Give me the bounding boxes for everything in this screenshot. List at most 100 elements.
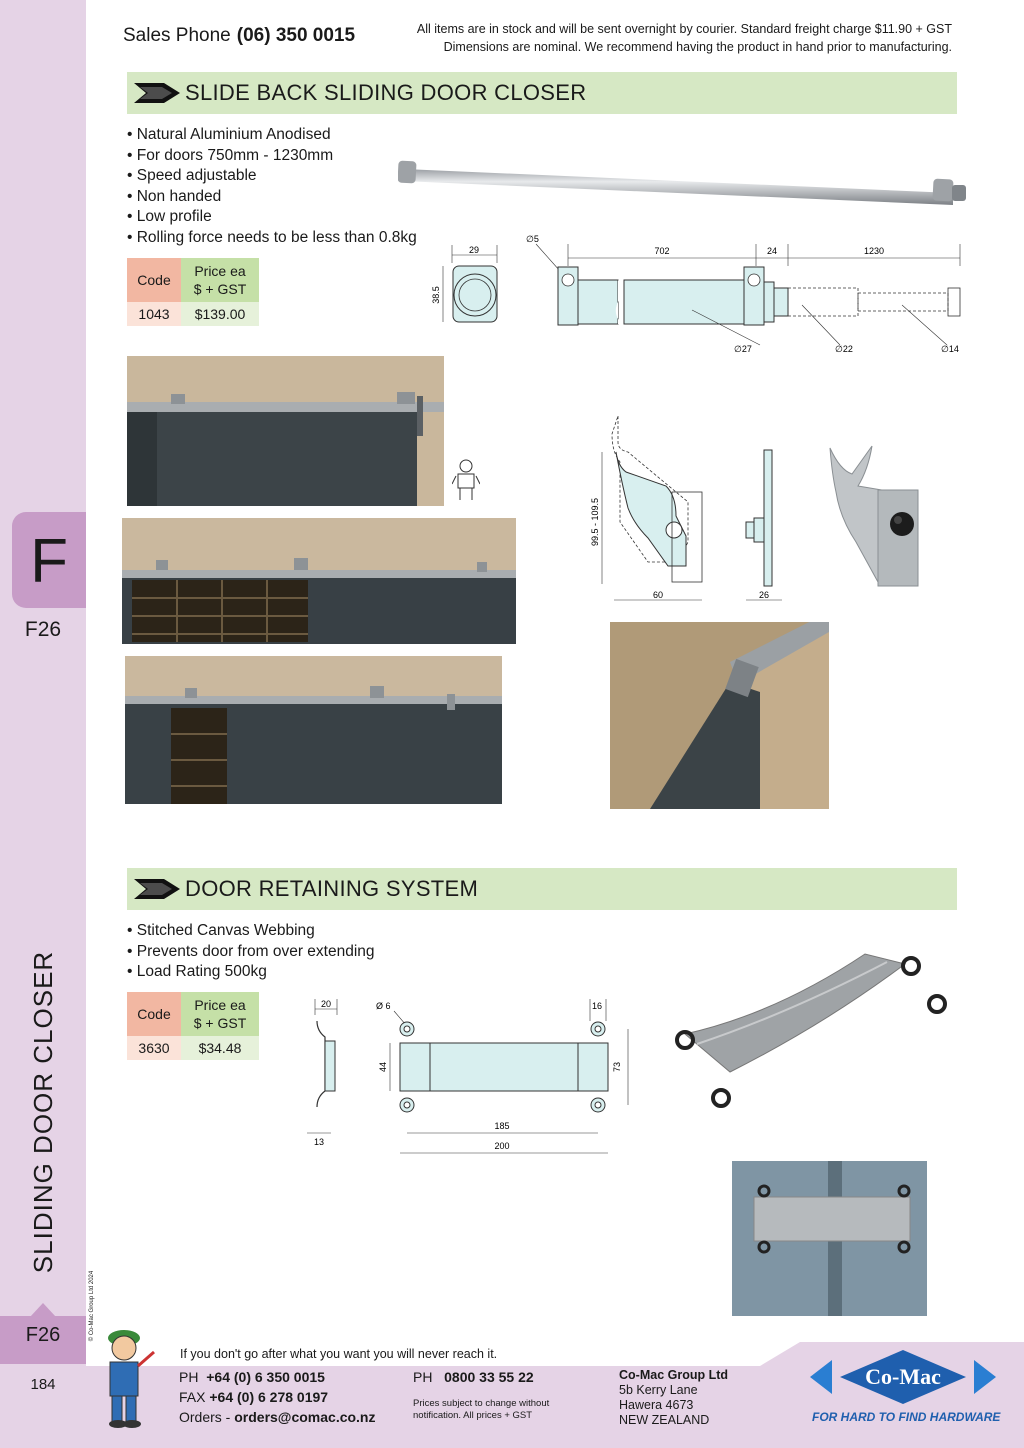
address-line: NEW ZEALAND — [619, 1413, 710, 1427]
dim-label: 60 — [653, 590, 663, 600]
price-table: Code Price ea $ + GST 1043 $139.00 — [127, 258, 259, 326]
fax-label: FAX — [179, 1389, 206, 1405]
header-note-line1: All items are in stock and will be sent … — [416, 22, 952, 36]
logo-text: Co-Mac — [865, 1364, 941, 1389]
strap-install-photo — [732, 1161, 927, 1316]
chevron-arrow-icon — [134, 879, 180, 899]
list-item: • For doors 750mm - 1230mm — [127, 146, 334, 164]
end-profile-drawing: 29 38.5 — [431, 245, 498, 323]
freephone-number[interactable]: 0800 33 55 22 — [444, 1369, 534, 1385]
dim-label: 185 — [494, 1121, 509, 1131]
dim-label: 20 — [321, 999, 331, 1009]
dim-label: 702 — [654, 246, 669, 256]
dim-label: 200 — [494, 1141, 509, 1151]
address-line: Hawera 4673 — [619, 1398, 694, 1412]
feature-list: • Natural Aluminium Anodised • For doors… — [127, 125, 417, 249]
dim-label: 38.5 — [431, 286, 441, 304]
dim-label: 16 — [592, 1001, 602, 1011]
address-line: 5b Kerry Lane — [619, 1383, 698, 1397]
tagline: FOR HARD TO FIND HARDWARE — [812, 1410, 1001, 1424]
section-tab — [12, 512, 86, 608]
section-title: SLIDE BACK SLIDING DOOR CLOSER — [185, 80, 587, 105]
dim-label: 1230 — [864, 246, 884, 256]
sales-phone-number[interactable]: (06) 350 0015 — [236, 25, 356, 46]
sales-phone-label: Sales Phone — [123, 25, 231, 46]
footer-orders: Orders - orders@comac.co.nz — [179, 1407, 376, 1427]
dim-label: 29 — [469, 245, 479, 255]
list-item: • Prevents door from over extending — [127, 942, 375, 960]
product-price: $34.48 — [181, 1036, 259, 1060]
product-code: 3630 — [127, 1036, 181, 1060]
section-title: DOOR RETAINING SYSTEM — [185, 876, 479, 901]
footer-phone: PH +64 (0) 6 350 0015 — [179, 1367, 325, 1387]
price-header: Price ea $ + GST — [181, 258, 259, 302]
price-header-line: $ + GST — [193, 281, 247, 297]
product-price: $139.00 — [181, 302, 259, 326]
page-code-box — [0, 1316, 86, 1364]
footer-freephone: PH 0800 33 55 22 — [413, 1367, 534, 1387]
dim-label: ∅14 — [941, 344, 959, 354]
code-header: Code — [127, 258, 181, 302]
sidebar — [0, 0, 86, 1448]
strap-front-drawing: Ø 6 16 44 73 185 200 — [376, 999, 629, 1154]
page-code-arrow — [30, 1303, 56, 1317]
orders-label: Orders - — [179, 1409, 231, 1425]
closer-rod-image — [398, 160, 966, 205]
bracket-dimension-drawing: 99.5 - 109.5 60 26 — [590, 415, 782, 601]
install-photo — [127, 356, 444, 506]
page-code-top: F26 — [24, 618, 62, 641]
footer-fax: FAX +64 (0) 6 278 0197 — [179, 1387, 328, 1407]
section-letter: F — [30, 527, 68, 596]
dim-label: 26 — [759, 590, 769, 600]
section-heading-bar — [127, 72, 957, 114]
list-item: • Rolling force needs to be less than 0.… — [127, 228, 417, 246]
fax-number: +64 (0) 6 278 0197 — [209, 1389, 329, 1405]
list-item: • Low profile — [127, 208, 212, 226]
dim-label: ∅22 — [835, 344, 853, 354]
dim-label: 99.5 - 109.5 — [590, 498, 600, 546]
prices-note-line: notification. All prices + GST — [413, 1410, 533, 1421]
sales-phone: Sales Phone(06) 350 0015 — [123, 25, 355, 47]
mascot-small-icon — [452, 459, 480, 500]
rod-dimension-drawing: ∅5 702 24 1230 ∅27 ∅22 ∅14 — [526, 234, 961, 354]
orders-email-link[interactable]: orders@comac.co.nz — [234, 1409, 376, 1425]
dim-label: Ø 6 — [376, 1001, 391, 1011]
strap-photo — [675, 953, 947, 1108]
product-code: 1043 — [127, 302, 181, 326]
phone-label: PH — [413, 1369, 433, 1385]
vertical-category-title: SLIDING DOOR CLOSER — [28, 950, 58, 1274]
footer-quote: If you don't go after what you want you … — [180, 1347, 498, 1361]
prices-note-line: Prices subject to change without — [413, 1398, 550, 1409]
install-photo — [125, 656, 502, 804]
bracket-photo — [829, 445, 919, 587]
code-header: Code — [127, 992, 181, 1036]
install-photo — [610, 622, 829, 809]
header-note: All items are in stock and will be sent … — [380, 20, 952, 56]
list-item: • Non handed — [127, 187, 222, 205]
section-heading-bar — [127, 868, 957, 910]
list-item: • Load Rating 500kg — [127, 963, 267, 981]
phone-number[interactable]: +64 (0) 6 350 0015 — [206, 1369, 325, 1385]
phone-label: PH — [179, 1369, 199, 1385]
mascot-icon — [108, 1330, 155, 1428]
dim-label: ∅5 — [526, 234, 539, 244]
company-address: Co-Mac Group Ltd 5b Kerry Lane Hawera 46… — [619, 1368, 728, 1428]
comac-logo: Co-Mac — [810, 1350, 996, 1404]
price-header-line: $ + GST — [193, 1015, 247, 1031]
company-name: Co-Mac Group Ltd — [619, 1368, 729, 1382]
list-item: • Natural Aluminium Anodised — [127, 126, 331, 143]
price-header-line: Price ea — [194, 997, 246, 1013]
dim-label: 44 — [378, 1062, 388, 1072]
feature-list: • Stitched Canvas Webbing • Prevents doo… — [127, 921, 375, 983]
dim-label: 13 — [314, 1137, 324, 1147]
chevron-arrow-icon — [134, 83, 180, 103]
page-code-bottom: F26 — [25, 1324, 61, 1346]
dim-label: 73 — [612, 1062, 622, 1072]
prices-note: Prices subject to change without notific… — [413, 1398, 549, 1422]
price-header: Price ea $ + GST — [181, 992, 259, 1036]
dim-label: 24 — [767, 246, 777, 256]
list-item: • Speed adjustable — [127, 167, 257, 185]
page-number: 184 — [30, 1376, 56, 1393]
header-note-line2: Dimensions are nominal. We recommend hav… — [443, 40, 952, 54]
list-item: • Stitched Canvas Webbing — [127, 922, 315, 939]
